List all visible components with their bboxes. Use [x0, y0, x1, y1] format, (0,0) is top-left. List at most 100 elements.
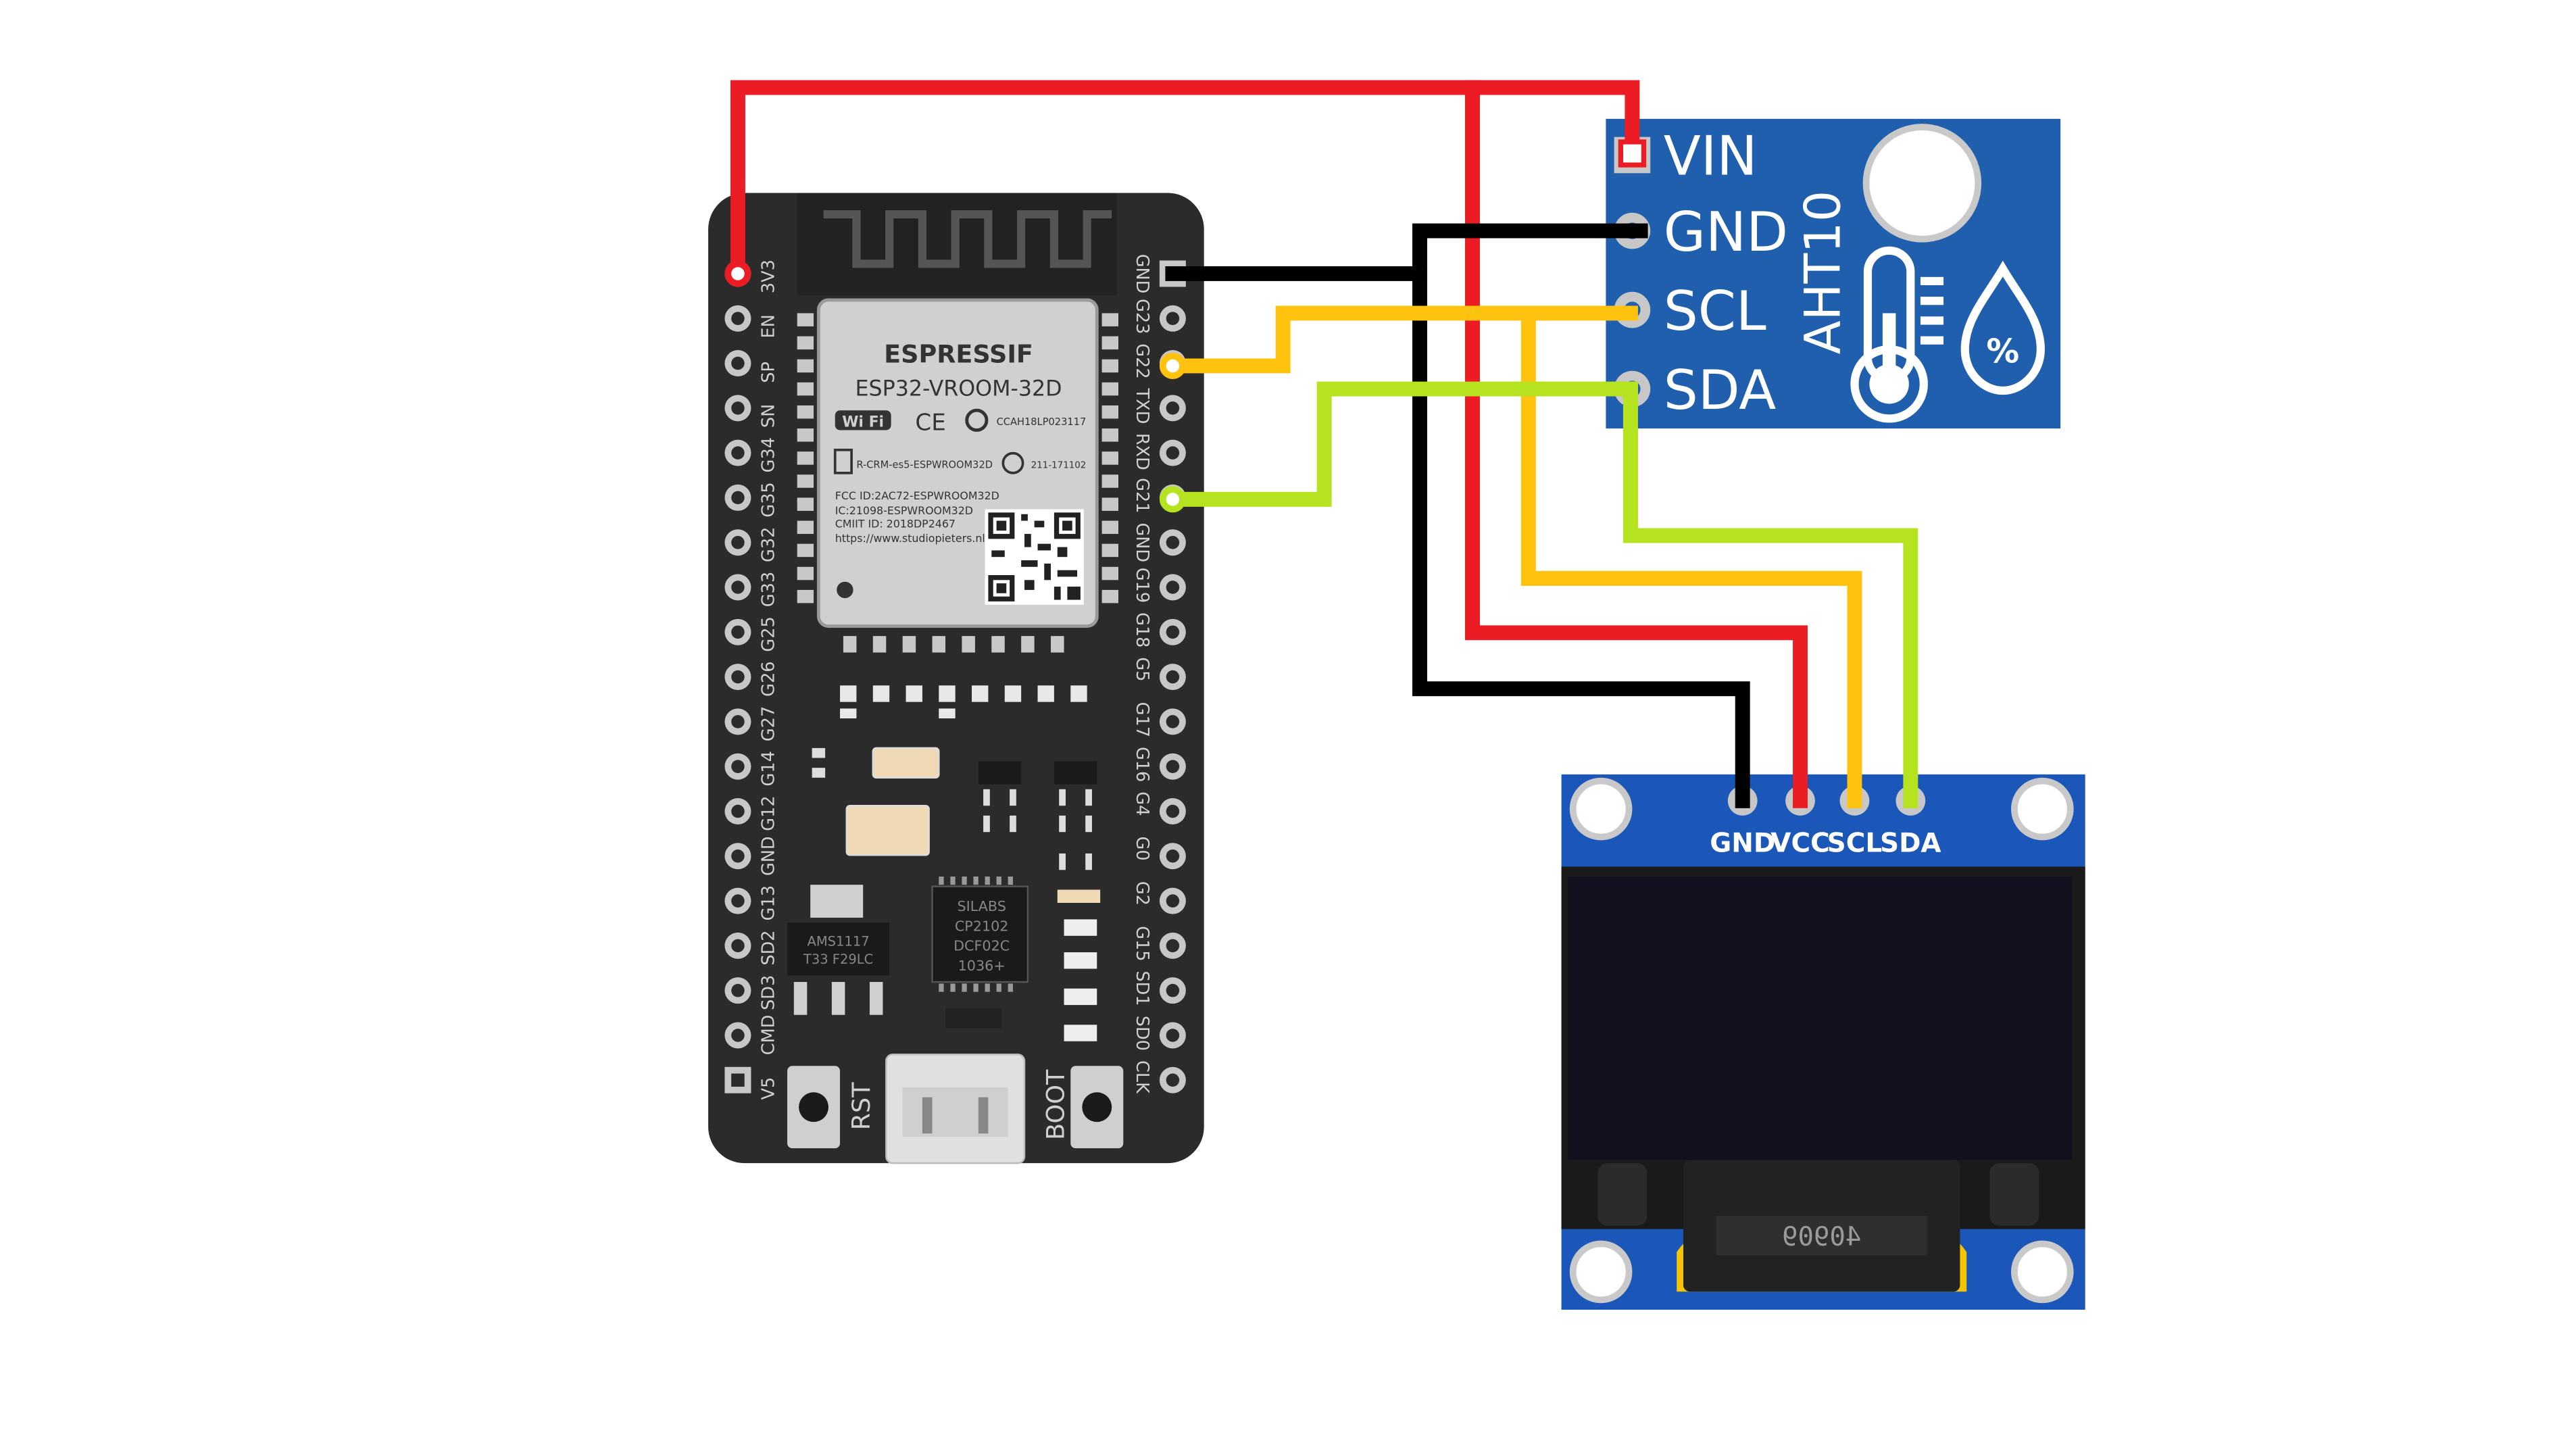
oled-pin-label: SDA	[1880, 828, 1941, 858]
pin-hole	[1166, 312, 1180, 325]
esp32-left-pin-label: V5	[759, 1077, 779, 1100]
pin-hole	[1166, 939, 1180, 953]
voltage-regulator: AMS1117 T33 F29LC	[787, 885, 890, 1015]
esp32-left-pin-label: G12	[759, 795, 779, 831]
esp32-left-pin-label: EN	[759, 314, 779, 338]
pin-hole	[731, 1073, 745, 1087]
esp32-right-pin-label: SD1	[1132, 970, 1152, 1006]
esp32-right-pin-label: G23	[1132, 299, 1152, 334]
telecom-mark-icon	[1001, 451, 1024, 474]
oled-ribbon-label-bg	[1716, 1216, 1927, 1256]
micro-usb-port[interactable]	[885, 1054, 1026, 1164]
esp32-left-pin-label: GND	[759, 836, 779, 876]
esp32-right-pin-label: G4	[1132, 791, 1152, 816]
module-side-pads	[797, 313, 1118, 653]
wires	[730, 80, 1918, 808]
wire-sda-to-oled-sda	[1623, 381, 1918, 808]
regulator-label-2: T33 F29LC	[803, 952, 873, 967]
esp32-left-pin-label: G25	[759, 616, 779, 651]
esp32-left-pin-label: G27	[759, 706, 779, 741]
pin-hole	[731, 1029, 745, 1042]
esp32-left-pin-label: SD3	[759, 975, 779, 1010]
oled-mount-hole-bl	[1569, 1240, 1633, 1304]
pin-hole	[1166, 804, 1180, 818]
pin-hole	[1166, 849, 1180, 863]
esp32-right-pin-label: G15	[1132, 926, 1152, 961]
pin-hole	[1166, 1029, 1180, 1042]
esp32-left-pin-label: G32	[759, 527, 779, 562]
pin-hole	[1166, 625, 1180, 639]
pin-hole	[1166, 670, 1180, 684]
ce-mark: CE	[915, 409, 945, 436]
esp32-right-pin-label: GND	[1132, 254, 1152, 294]
oled-mount-hole-br	[2010, 1240, 2074, 1304]
esp32-right-pin-label: GND	[1132, 522, 1152, 562]
pin-hole	[731, 312, 745, 325]
wire-scl-to-oled-scl	[1520, 305, 1862, 808]
module-pin1-dot	[837, 581, 853, 599]
oled-tab-left	[1597, 1163, 1648, 1226]
oled-mount-hole-tl	[1569, 777, 1633, 841]
esp32-left-pin-label: CMD	[759, 1015, 779, 1056]
esp32-right-pin-label: TXD	[1132, 388, 1152, 424]
wire-3v3-to-vin	[730, 80, 1640, 280]
rst-button[interactable]	[787, 1066, 841, 1149]
esp32-right-pin-label: G21	[1132, 478, 1152, 513]
esp32-left-pin-label: SP	[759, 362, 779, 383]
esp32-right-pin-label: SD0	[1132, 1016, 1152, 1051]
pin-hole	[731, 581, 745, 594]
boot-label: BOOT	[1041, 1069, 1070, 1140]
esp32-board: ESPRESSIF ESP32-VROOM-32D Wi Fi CE CCAH1…	[708, 193, 1204, 1164]
sensor-name: AHT10	[1795, 191, 1852, 355]
pin-hole	[731, 760, 745, 773]
boot-button-cap[interactable]	[1082, 1092, 1112, 1123]
pin-hole	[1166, 401, 1180, 415]
humidity-symbol: %	[1986, 333, 2019, 371]
pin-hole	[1166, 760, 1180, 773]
wire-g21-to-sensor-sda	[1165, 381, 1638, 507]
esp32-right-pin-label: G5	[1132, 657, 1152, 681]
antenna-trace	[823, 210, 1112, 268]
r-cert-code: R-CRM-es5-ESPWROOM32D	[856, 460, 993, 471]
pin-hole	[1166, 446, 1180, 460]
qr-code-icon	[985, 509, 1084, 605]
esp32-right-pin-label: G22	[1132, 343, 1152, 378]
usb-chip-label-2: CP2102	[955, 918, 1009, 934]
sensor-pin-label: VIN	[1664, 124, 1758, 188]
module-brand: ESPRESSIF	[884, 340, 1033, 369]
pin-hole	[731, 894, 745, 908]
usb-port-opening	[902, 1087, 1008, 1137]
pin-hole	[731, 983, 745, 997]
wire-vin-to-oled-vcc	[1465, 80, 1808, 808]
telecom-code: 211-171102	[1031, 461, 1087, 471]
oled-pin-label: SCL	[1827, 828, 1883, 858]
esp32-right-pin-label: G18	[1132, 612, 1152, 647]
rst-label: RST	[847, 1082, 876, 1131]
esp32-right-pin-label: G2	[1132, 881, 1152, 906]
esp32-right-pin-label: G16	[1132, 747, 1152, 782]
oled-ribbon-code: 40909	[1782, 1222, 1861, 1252]
esp32-left-pin-label: SN	[759, 404, 779, 428]
rst-button-cap[interactable]	[799, 1092, 828, 1123]
esp32-right-pin-label: RXD	[1132, 433, 1152, 470]
boot-button[interactable]	[1070, 1066, 1124, 1149]
smd-components	[812, 685, 1101, 1041]
usb-chip-label-1: SILABS	[957, 898, 1006, 914]
pin-hole	[731, 356, 745, 370]
sensor-pin-label: SCL	[1664, 279, 1766, 343]
wire-end-pads	[724, 139, 1647, 513]
esp32-left-pin-label: G33	[759, 572, 779, 607]
pin-hole	[731, 670, 745, 684]
esp32-left-pin-label: G35	[759, 482, 779, 517]
oled-screen	[1568, 877, 2073, 1160]
esp32-left-pin-label: G26	[759, 661, 779, 696]
oled-mount-hole-tr	[2010, 777, 2074, 841]
sensor-pin-label: GND	[1664, 200, 1788, 264]
esp32-left-pin-label: 3V3	[759, 260, 779, 293]
r-cert-icon	[833, 448, 853, 474]
ic-id: IC:21098-ESPWROOM32D	[835, 504, 973, 517]
